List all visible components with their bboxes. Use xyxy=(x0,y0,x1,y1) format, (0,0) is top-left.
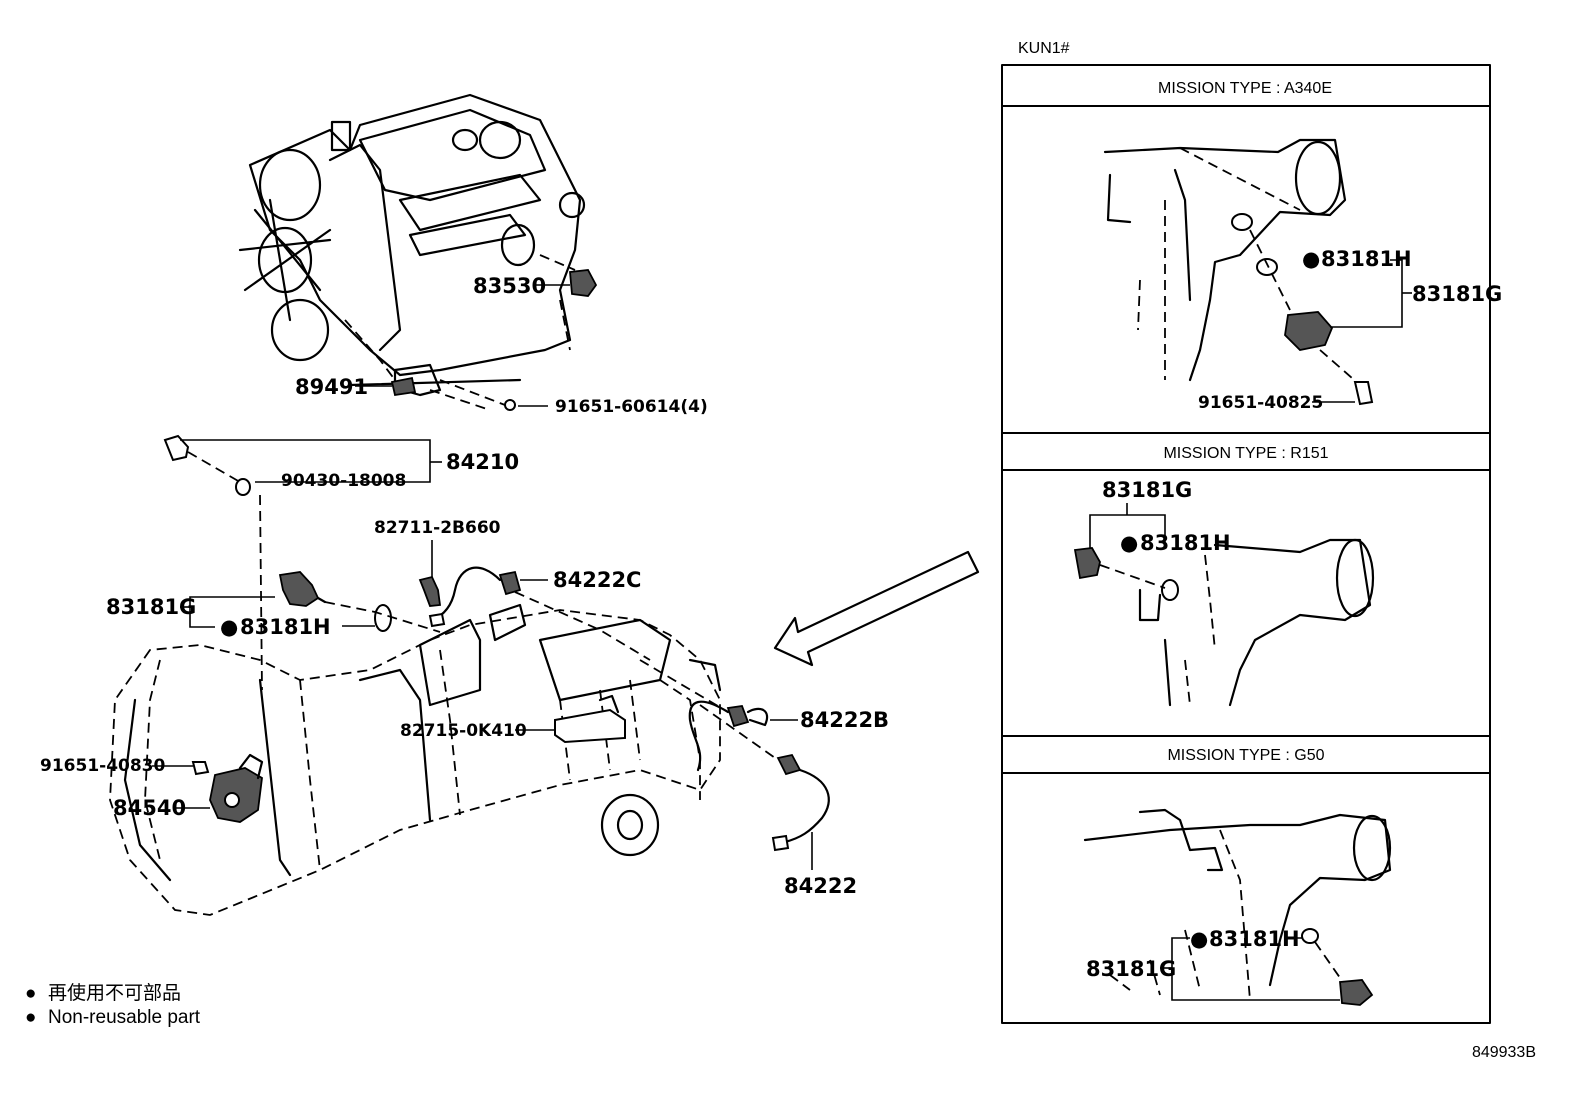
part-82715-0k410: 82715-0K410 xyxy=(400,721,527,741)
a340e-part-91651-40825: 91651-40825 xyxy=(1198,393,1323,413)
g50-part-83181h-dot: ● xyxy=(1190,927,1208,951)
part-83181g: 83181G xyxy=(106,595,196,619)
a340e-part-83181g: 83181G xyxy=(1412,282,1502,306)
engine-illustration xyxy=(238,93,598,411)
part-84222c: 84222C xyxy=(553,568,641,592)
mission-panels xyxy=(1001,64,1491,1024)
g50-part-83181h: 83181H xyxy=(1209,927,1300,951)
r151-part-83181h-dot: ● xyxy=(1120,531,1138,555)
part-82711-2b660: 82711-2B660 xyxy=(374,518,501,538)
model-code: KUN1# xyxy=(1018,40,1070,57)
drawing-number: 849933B xyxy=(1472,1044,1536,1061)
legend-japanese: 再使用不可部品 xyxy=(48,982,181,1004)
g50-drawing xyxy=(1083,808,1392,1006)
part-84222: 84222 xyxy=(784,874,857,898)
legend-dot-en: ● xyxy=(25,1007,36,1028)
legend-dot-jp: ● xyxy=(25,983,36,1004)
part-89491: 89491 xyxy=(295,375,368,399)
part-90430-18008: 90430-18008 xyxy=(281,471,406,491)
a340e-part-83181h-dot: ● xyxy=(1302,247,1320,271)
r151-part-83181h: 83181H xyxy=(1140,531,1231,555)
part-84210: 84210 xyxy=(446,450,519,474)
panel-r151-title: MISSION TYPE : R151 xyxy=(1163,445,1328,462)
part-91651-40830: 91651-40830 xyxy=(40,756,166,776)
part-83530: 83530 xyxy=(473,274,546,298)
panel-a340e-title: MISSION TYPE : A340E xyxy=(1158,80,1332,97)
r151-part-83181g: 83181G xyxy=(1102,478,1192,502)
a340e-part-83181h: 83181H xyxy=(1321,247,1412,271)
transmission-illustration xyxy=(109,434,980,916)
legend-english: Non-reusable part xyxy=(48,1007,201,1028)
panel-g50-title: MISSION TYPE : G50 xyxy=(1167,747,1324,764)
part-84222b: 84222B xyxy=(800,708,889,732)
a340e-drawing xyxy=(1103,138,1412,406)
part-83181h-dot: ● xyxy=(220,615,238,639)
part-91651-60614: 91651-60614(4) xyxy=(555,397,708,417)
part-84540: 84540 xyxy=(113,796,186,820)
g50-part-83181g: 83181G xyxy=(1086,957,1176,981)
part-83181h: 83181H xyxy=(240,615,331,639)
r151-drawing xyxy=(1073,503,1375,707)
